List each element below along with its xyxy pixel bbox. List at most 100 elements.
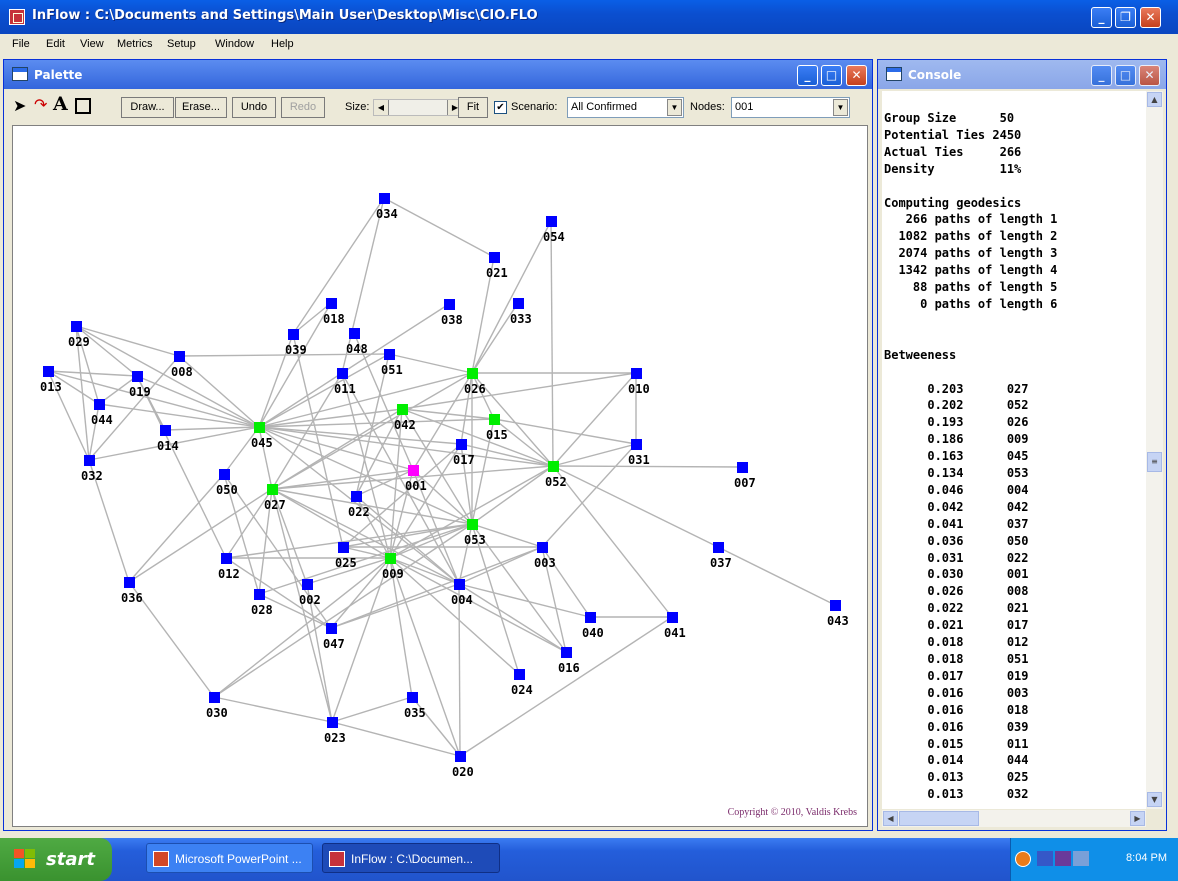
network-node-020[interactable]: 020 (452, 751, 474, 779)
node-square[interactable] (561, 647, 572, 658)
console-horizontal-scrollbar[interactable]: ◀ ▶ (882, 810, 1146, 827)
node-square[interactable] (830, 600, 841, 611)
network-node-002[interactable]: 002 (299, 579, 321, 607)
network-node-032[interactable]: 032 (81, 455, 103, 483)
palette-close-button[interactable]: ✕ (846, 65, 867, 86)
node-square[interactable] (326, 298, 337, 309)
node-square[interactable] (254, 422, 265, 433)
menu-edit[interactable]: Edit (46, 38, 65, 50)
scroll-right-arrow-icon[interactable]: ▶ (1130, 811, 1145, 826)
network-node-001[interactable]: 001 (405, 465, 427, 493)
network-node-034[interactable]: 034 (376, 193, 398, 221)
node-square[interactable] (379, 193, 390, 204)
network-node-039[interactable]: 039 (285, 329, 307, 357)
node-square[interactable] (537, 542, 548, 553)
console-minimize-button[interactable]: _ (1091, 65, 1112, 86)
network-node-051[interactable]: 051 (381, 349, 403, 377)
network-node-031[interactable]: 031 (628, 439, 650, 467)
node-square[interactable] (489, 414, 500, 425)
text-tool-icon[interactable]: A (53, 93, 68, 115)
node-square[interactable] (385, 553, 396, 564)
console-maximize-button[interactable]: □ (1115, 65, 1136, 86)
node-square[interactable] (338, 542, 349, 553)
network-node-037[interactable]: 037 (710, 542, 732, 570)
node-square[interactable] (456, 439, 467, 450)
chevron-down-icon[interactable]: ▼ (833, 99, 848, 116)
node-square[interactable] (43, 366, 54, 377)
pointer-tool-icon[interactable]: ➤ (13, 96, 27, 115)
security-alert-icon[interactable] (1055, 851, 1071, 866)
menu-metrics[interactable]: Metrics (117, 38, 153, 50)
scroll-left-arrow-icon[interactable]: ◀ (883, 811, 898, 826)
fit-button[interactable]: Fit (458, 97, 488, 118)
node-square[interactable] (254, 589, 265, 600)
network-node-024[interactable]: 024 (511, 669, 533, 697)
network-node-004[interactable]: 004 (451, 579, 473, 607)
node-square[interactable] (667, 612, 678, 623)
network-node-050[interactable]: 050 (216, 469, 238, 497)
node-square[interactable] (351, 491, 362, 502)
connection-icon[interactable] (1073, 851, 1089, 866)
network-node-027[interactable]: 027 (264, 484, 286, 512)
network-node-028[interactable]: 028 (251, 589, 273, 617)
network-node-030[interactable]: 030 (206, 692, 228, 720)
node-square[interactable] (454, 579, 465, 590)
node-square[interactable] (407, 692, 418, 703)
node-square[interactable] (160, 425, 171, 436)
network-node-052[interactable]: 052 (545, 461, 567, 489)
undo-button[interactable]: Undo (232, 97, 276, 118)
menu-view[interactable]: View (80, 38, 104, 50)
node-square[interactable] (489, 252, 500, 263)
start-button[interactable]: start (0, 838, 112, 881)
network-node-015[interactable]: 015 (486, 414, 508, 442)
network-node-038[interactable]: 038 (441, 299, 463, 327)
network-node-018[interactable]: 018 (323, 298, 345, 326)
network-node-023[interactable]: 023 (324, 717, 346, 745)
minimize-button[interactable]: _ (1091, 7, 1112, 28)
network-node-029[interactable]: 029 (68, 321, 90, 349)
node-square[interactable] (209, 692, 220, 703)
rectangle-tool-icon[interactable] (75, 98, 91, 114)
node-square[interactable] (631, 439, 642, 450)
size-left-arrow-icon[interactable]: ◀ (374, 100, 389, 115)
node-square[interactable] (444, 299, 455, 310)
network-node-010[interactable]: 010 (628, 368, 650, 396)
redo-button[interactable]: Redo (281, 97, 325, 118)
network-node-017[interactable]: 017 (453, 439, 475, 467)
task-inflow[interactable]: InFlow : C:\Documen... (322, 843, 500, 873)
node-square[interactable] (513, 298, 524, 309)
network-node-016[interactable]: 016 (558, 647, 580, 675)
node-square[interactable] (84, 455, 95, 466)
node-square[interactable] (713, 542, 724, 553)
node-square[interactable] (585, 612, 596, 623)
network-node-011[interactable]: 011 (334, 368, 356, 396)
task-powerpoint[interactable]: Microsoft PowerPoint ... (146, 843, 313, 873)
network-icon[interactable] (1037, 851, 1053, 866)
node-square[interactable] (288, 329, 299, 340)
restore-button[interactable]: ❐ (1115, 7, 1136, 28)
node-square[interactable] (467, 368, 478, 379)
network-node-014[interactable]: 014 (157, 425, 179, 453)
close-button[interactable]: ✕ (1140, 7, 1161, 28)
network-node-041[interactable]: 041 (664, 612, 686, 640)
palette-minimize-button[interactable]: _ (797, 65, 818, 86)
node-square[interactable] (219, 469, 230, 480)
network-node-009[interactable]: 009 (382, 553, 404, 581)
node-square[interactable] (132, 371, 143, 382)
network-node-040[interactable]: 040 (582, 612, 604, 640)
tray-expand-icon[interactable] (1015, 851, 1031, 867)
node-square[interactable] (326, 623, 337, 634)
network-node-044[interactable]: 044 (91, 399, 113, 427)
chevron-down-icon[interactable]: ▼ (667, 99, 682, 116)
node-square[interactable] (467, 519, 478, 530)
node-square[interactable] (267, 484, 278, 495)
node-square[interactable] (221, 553, 232, 564)
console-close-button[interactable]: ✕ (1139, 65, 1160, 86)
network-node-021[interactable]: 021 (486, 252, 508, 280)
nodes-select[interactable]: 001 ▼ (731, 97, 850, 118)
network-node-025[interactable]: 025 (335, 542, 357, 570)
network-node-026[interactable]: 026 (464, 368, 486, 396)
menu-setup[interactable]: Setup (167, 38, 196, 50)
link-tool-icon[interactable]: ↷ (34, 95, 48, 114)
